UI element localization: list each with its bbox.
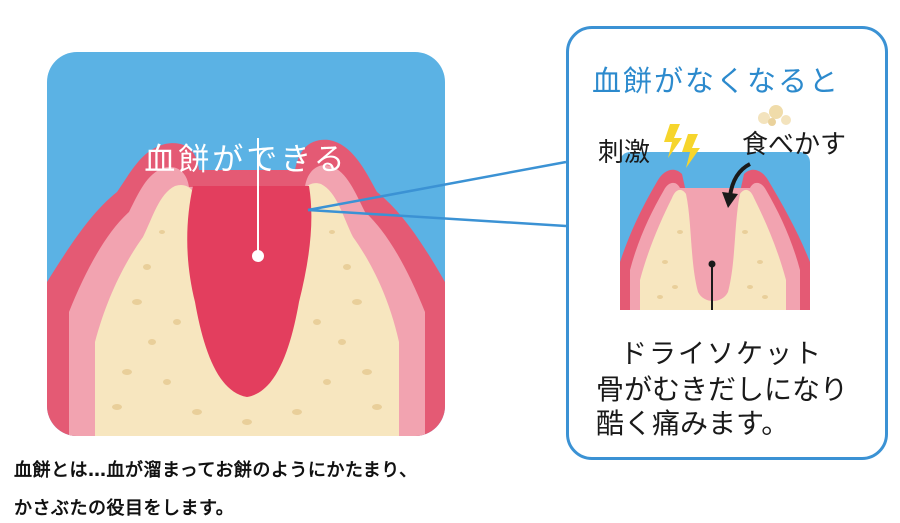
description-line-1: 骨がむきだしになり — [596, 373, 849, 406]
dry-socket-title: 血餅がなくなると — [592, 64, 841, 98]
blood-clot — [187, 186, 312, 397]
description-line-2: 酷く痛みます。 — [596, 407, 790, 440]
blood-clot-label: 血餅ができる — [144, 142, 348, 178]
caption-line-2: かさぶたの役目をします。 — [14, 498, 235, 519]
dry-socket-label: ドライソケット — [620, 339, 823, 370]
socket-illustration — [47, 138, 445, 436]
bone-texture — [112, 230, 382, 425]
food-debris-label: 食べかす — [742, 130, 847, 160]
caption-line-1: 血餅とは…血が溜まってお餅のようにかたまり、 — [14, 460, 418, 481]
stimulus-label: 刺激 — [598, 138, 651, 168]
food-arrow — [728, 162, 751, 197]
dry-socket-illustration — [620, 152, 810, 310]
inset-bone-texture — [657, 230, 768, 299]
pointer-dot — [252, 250, 264, 262]
blood-clot-panel: 血餅ができる — [47, 52, 445, 436]
inset-bone — [640, 189, 786, 310]
food-crumbs-icon — [758, 105, 791, 126]
lightning-icon — [664, 124, 700, 168]
